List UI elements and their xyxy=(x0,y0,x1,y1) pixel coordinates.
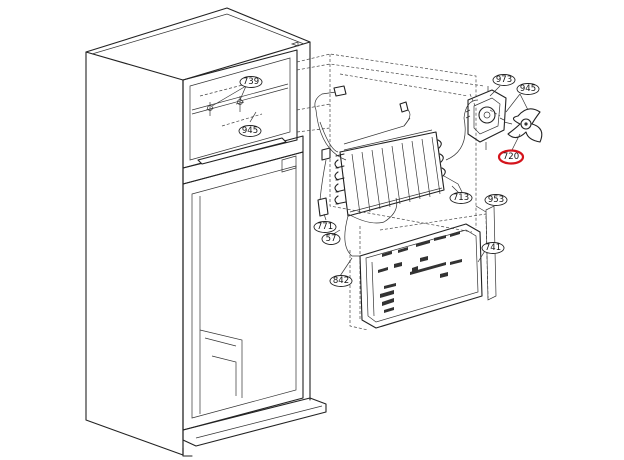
callout-741: 741 xyxy=(481,242,505,254)
svg-text:973: 973 xyxy=(496,75,512,85)
callout-945-fan: 945 xyxy=(516,83,540,95)
fan-motor-bracket xyxy=(465,86,507,150)
svg-text:739: 739 xyxy=(243,77,259,87)
svg-text:720: 720 xyxy=(503,152,519,162)
svg-text:953: 953 xyxy=(488,195,504,205)
callout-57: 57 xyxy=(321,233,341,245)
svg-text:945: 945 xyxy=(520,84,536,94)
callout-973: 973 xyxy=(492,74,516,86)
refrigerator-cabinet xyxy=(85,7,327,457)
callout-771: 771 xyxy=(313,221,337,233)
svg-text:945: 945 xyxy=(242,126,258,136)
callout-953: 953 xyxy=(484,194,508,206)
callout-739: 739 xyxy=(239,76,263,88)
main-control-board xyxy=(359,223,483,329)
svg-text:842: 842 xyxy=(333,276,349,286)
evaporator-coil xyxy=(314,85,479,257)
callout-945-upper-left: 945 xyxy=(238,125,262,137)
evaporator-cover-953 xyxy=(485,205,497,301)
callout-713: 713 xyxy=(449,192,473,204)
svg-text:713: 713 xyxy=(453,193,469,203)
callout-720-highlighted: 720 xyxy=(497,149,525,165)
svg-text:741: 741 xyxy=(485,243,501,253)
svg-text:57: 57 xyxy=(326,234,337,244)
callout-842: 842 xyxy=(329,275,353,287)
svg-text:771: 771 xyxy=(317,222,333,232)
fan-blade xyxy=(499,108,543,143)
